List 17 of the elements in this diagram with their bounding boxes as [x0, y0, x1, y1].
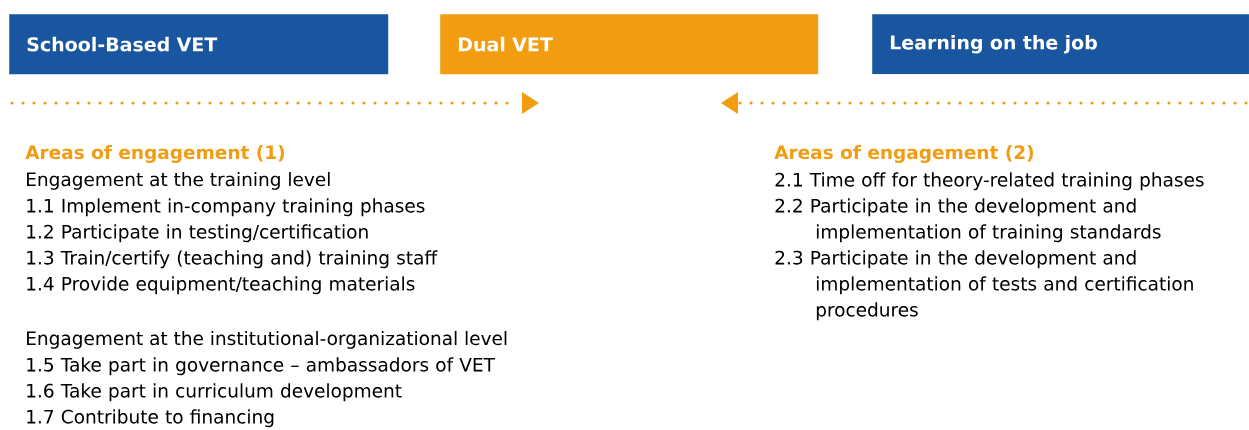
list-item: 2.2 Participate in the development and implementation of training standards: [775, 198, 1161, 243]
section-text: Engagement at the institutional-organizational level: [27, 330, 507, 349]
band: Learning on the job: [872, 14, 1249, 75]
list-item: 1.4 Provide equipment/teaching materials: [27, 276, 415, 295]
band: School-Based VET: [9, 14, 389, 75]
list-item: 1.1 Implement in-company training phases: [27, 198, 425, 217]
band: Dual VET: [440, 14, 819, 75]
list-item: 1.5 Take part in governance – ambassadors of VET: [27, 357, 495, 376]
list-item: 1.6 Take part in curriculum development: [27, 383, 402, 402]
list-item: 1.2 Participate in testing/certification: [27, 224, 368, 243]
list-item: 1.3 Train/certify (teaching and) training staff: [27, 250, 438, 269]
section-heading: Areas of engagement (2): [774, 144, 1033, 163]
section-heading: Areas of engagement (1): [25, 144, 285, 163]
list-item: 1.7 Contribute to financing: [27, 409, 274, 428]
list-item: 2.1 Time off for theory-related training phases: [775, 172, 1204, 191]
section-text: Engagement at the training level: [27, 171, 330, 190]
list-item: 2.3 Participate in the development and implementation of tests and certification procedures: [775, 250, 1193, 321]
